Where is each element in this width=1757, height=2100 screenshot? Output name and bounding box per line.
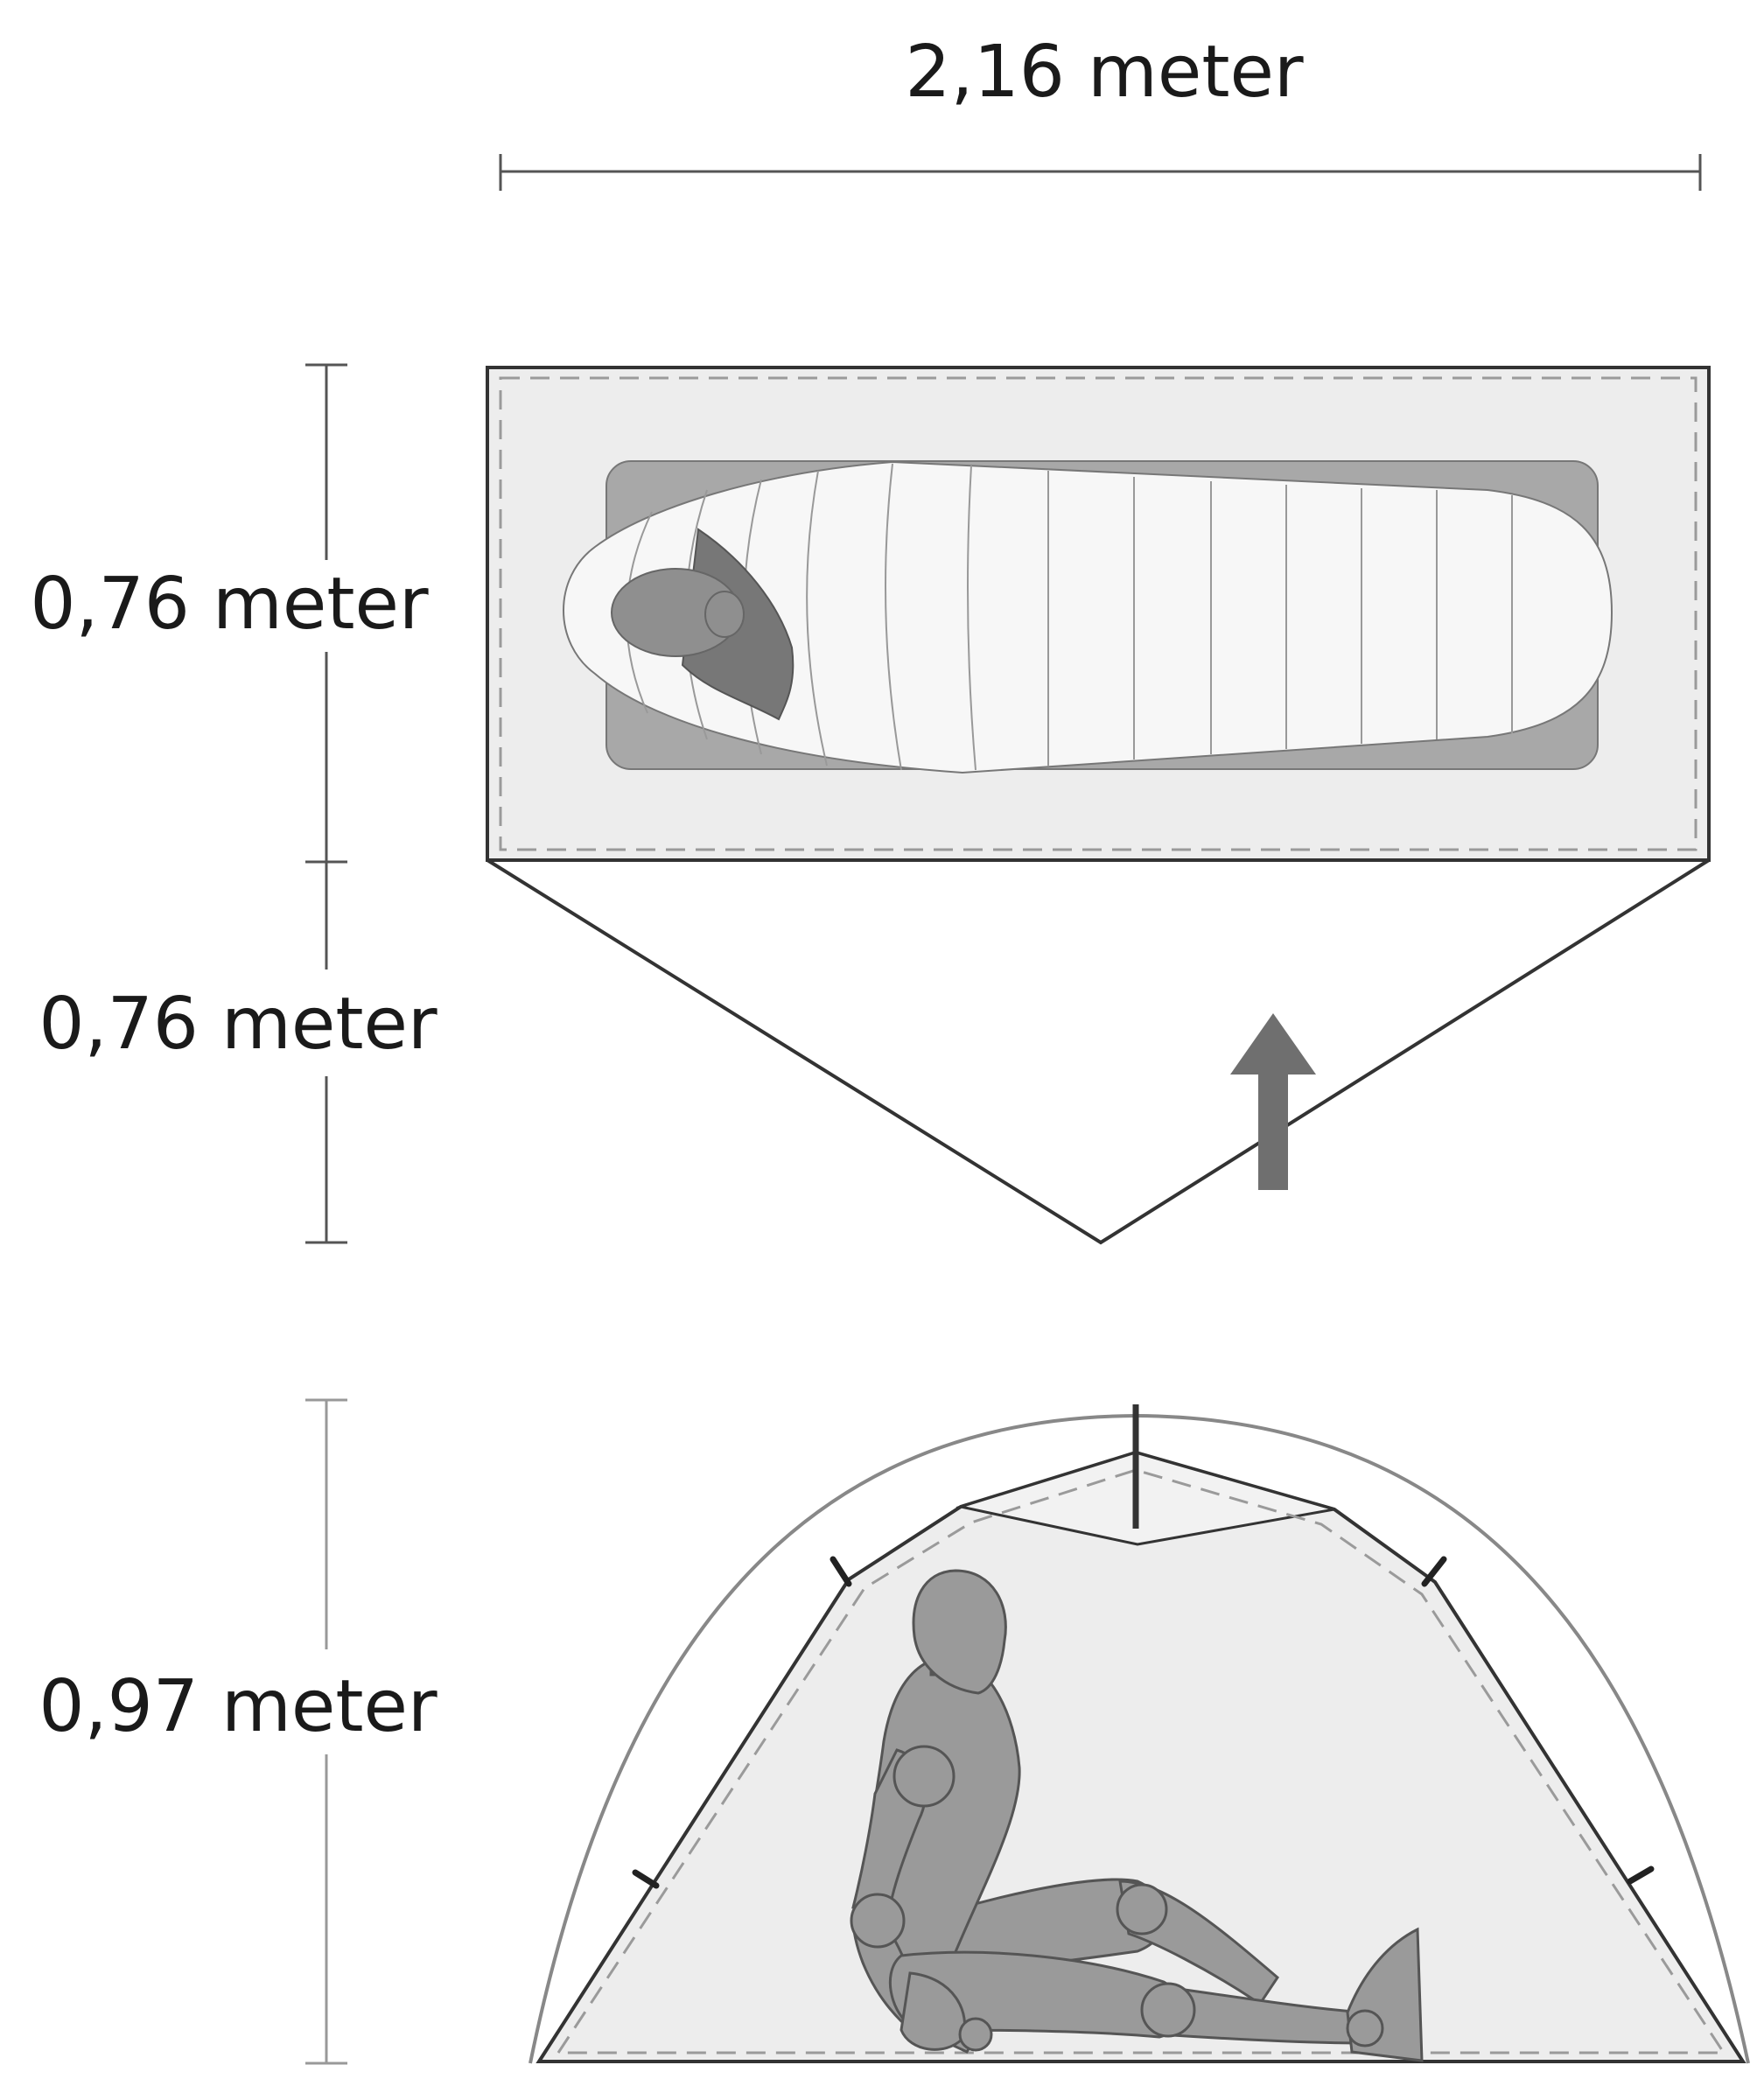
height-label: 0,97 meter <box>38 1665 438 1748</box>
figure-head <box>912 1569 1007 1695</box>
seated-figure <box>850 1569 1424 2062</box>
figure-ankle-joint <box>1346 2009 1384 2048</box>
figure-back-knee-joint <box>1116 1883 1168 1936</box>
length-label: 2,16 meter <box>905 31 1304 114</box>
sleeping-bag <box>563 460 1614 774</box>
vestibule <box>486 858 1711 1245</box>
length-dimension: 2,16 meter <box>499 31 1702 191</box>
figure-front-knee-joint <box>1140 1982 1196 2038</box>
vestibule-outline <box>486 858 1711 1245</box>
height-dimension: 0,97 meter <box>38 1398 438 2065</box>
figure-shoulder-joint <box>892 1745 956 1808</box>
sleeper-ear <box>704 591 745 638</box>
tent-roof-panel <box>956 1451 1335 1546</box>
floor-seam-dashed <box>499 376 1698 851</box>
width-dimension: 0,76 meter <box>30 363 429 864</box>
width-label: 0,76 meter <box>30 563 429 646</box>
figure-elbow-joint <box>850 1893 906 1949</box>
arrow-up-icon <box>1230 1013 1316 1190</box>
vestibule-dimension: 0,76 meter <box>38 862 438 1244</box>
tent-pole-clips <box>632 1556 1655 1889</box>
figure-wrist-joint <box>958 2017 993 2052</box>
vestibule-label: 0,76 meter <box>38 983 438 1066</box>
tent-front-view <box>528 1404 1750 2064</box>
tent-inner-seam <box>556 1468 1726 2054</box>
tent-floor-plan <box>486 366 1711 862</box>
